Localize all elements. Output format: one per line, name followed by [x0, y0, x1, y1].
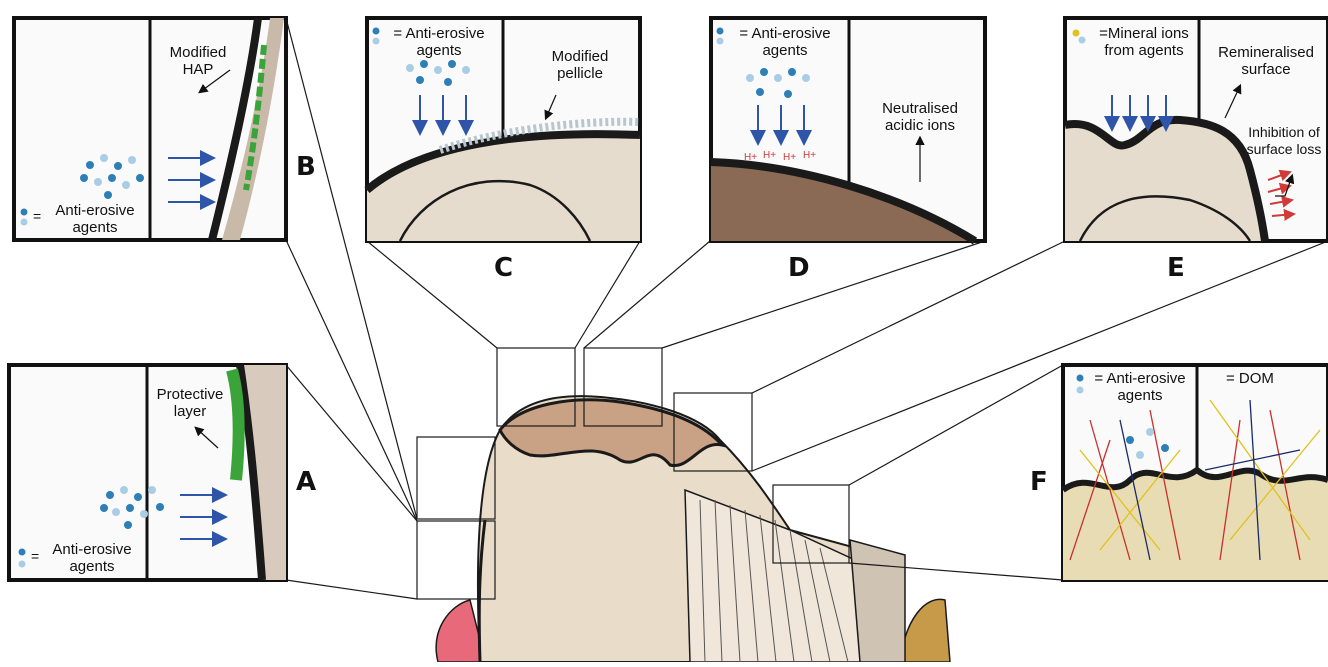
panel-label-b: B — [296, 152, 316, 182]
callout-remineralised-surface: Remineralised surface — [1206, 44, 1326, 78]
acid-ion: H+ — [744, 152, 757, 163]
panel-label-c: C — [494, 253, 513, 283]
legend-prefix-a: = — [31, 548, 39, 564]
tooth-illustration — [436, 396, 950, 662]
legend-text-e: =Mineral ions from agents — [1088, 25, 1200, 59]
callout-protective-layer: Protective layer — [150, 386, 230, 420]
callout-inhibition-surface-loss: Inhibition of surface loss — [1240, 124, 1328, 158]
legend-text-c: = Anti-erosive agents — [384, 25, 494, 59]
callout-modified-pellicle: Modified pellicle — [540, 48, 620, 82]
panel-label-d: D — [788, 253, 810, 283]
panel-label-e: E — [1167, 253, 1185, 283]
panel-label-a: A — [296, 467, 316, 497]
legend-text-f: = Anti-erosive agents — [1086, 370, 1194, 404]
legend-text-a: Anti-erosive agents — [42, 541, 142, 575]
acid-ion: H+ — [783, 152, 796, 163]
legend-text-d: = Anti-erosive agents — [728, 25, 842, 59]
callout-neutralised-ions: Neutralised acidic ions — [870, 100, 970, 134]
legend-prefix-b: = — [33, 208, 41, 224]
legend-text-b: Anti-erosive agents — [45, 202, 145, 236]
acid-ion: H+ — [803, 150, 816, 161]
legend-dom: = DOM — [1226, 370, 1274, 387]
acid-ion: H+ — [763, 150, 776, 161]
callout-modified-hap: Modified HAP — [158, 44, 238, 78]
panel-label-f: F — [1030, 467, 1048, 497]
